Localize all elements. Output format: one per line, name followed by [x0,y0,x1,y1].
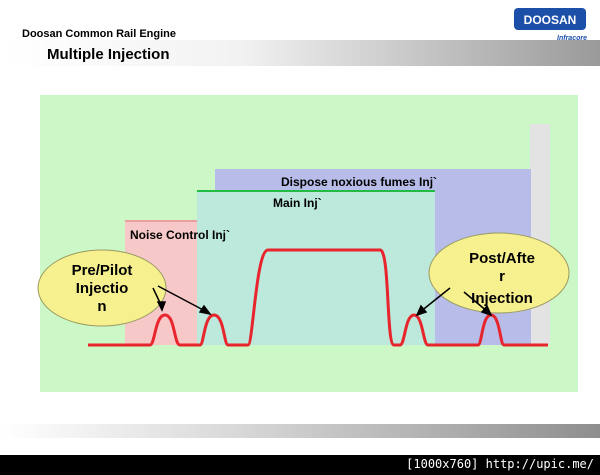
pre-pilot-label-line1: Pre/Pilot [72,262,133,279]
arrowhead-pilot-1 [156,301,167,312]
pre-pilot-label-line3: n [97,298,106,315]
logo-sub: Infracore [557,35,587,42]
arrow-to-post-1 [419,287,451,313]
pre-pilot-callout [37,249,167,327]
slide-title: Multiple Injection [47,46,170,63]
doosan-logo: DOOSAN Infracore [514,8,587,42]
watermark-text: [1000x760] http://upic.me/ [404,457,596,471]
logo-badge [514,8,586,30]
main-injection-region [197,191,435,345]
post-after-label-line1: Post/Afte [469,250,535,267]
arrowhead-pilot-2 [198,304,212,316]
callout-arrows [152,285,493,317]
post-after-label-line2: r [499,268,505,285]
pre-pilot-label-line2: Injectio [76,280,129,297]
logo-brand: DOOSAN [524,13,577,27]
title-bar [0,40,600,66]
post-after-label-line3: Injection [471,290,533,307]
footer-bar [0,424,600,438]
main-injection-label: Main Inj` [273,196,322,210]
gray-bar [530,124,550,344]
arrow-to-pilot-2 [157,285,208,313]
arrowhead-post-2 [480,304,493,317]
noise-control-label: Noise Control Inj` [130,228,230,242]
company-title: Doosan Common Rail Engine [22,28,177,40]
dispose-label: Dispose noxious fumes Inj` [281,175,437,189]
injection-signal [88,248,548,347]
arrowhead-post-1 [415,304,428,317]
post-after-callout [428,232,570,314]
